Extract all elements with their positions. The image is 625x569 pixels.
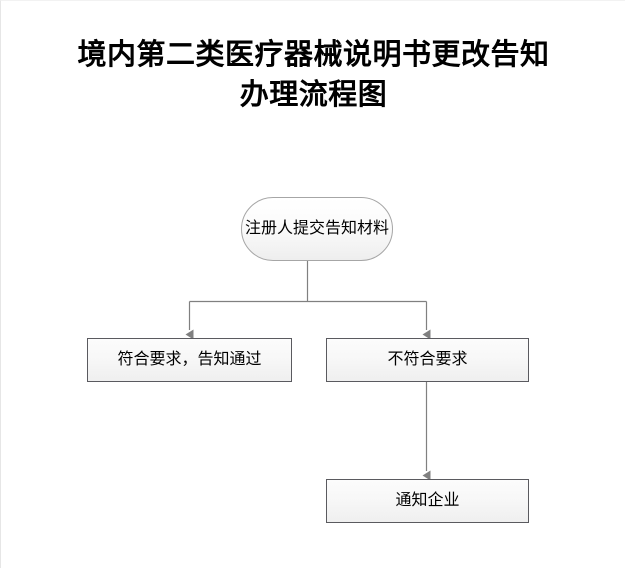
flow-node-start[interactable]: 注册人提交告知材料 bbox=[241, 197, 393, 261]
page-title: 境内第二类医疗器械说明书更改告知 办理流程图 bbox=[77, 39, 550, 111]
flow-node-pass[interactable]: 符合要求，告知通过 bbox=[87, 338, 292, 382]
flow-node-notify[interactable]: 通知企业 bbox=[326, 479, 529, 523]
edge-start-to-split bbox=[189, 261, 427, 303]
flow-node-fail[interactable]: 不符合要求 bbox=[326, 338, 529, 382]
